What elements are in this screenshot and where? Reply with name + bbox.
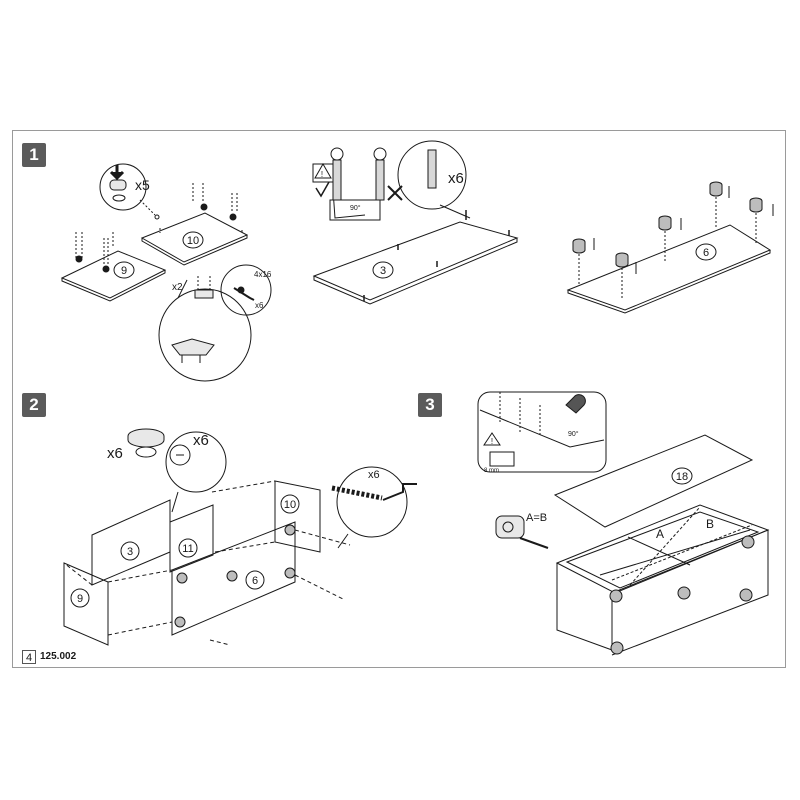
step2-panel-9-label: 9 xyxy=(77,593,83,605)
step2-screw-qty: x6 xyxy=(368,469,380,481)
step-3-badge: 3 xyxy=(418,393,442,417)
step1-dowel-panel: ! 90° x6 xyxy=(312,140,471,221)
page-number: 4 xyxy=(22,650,36,664)
screw-size: 4x16 xyxy=(254,270,272,279)
diagonal-a: A xyxy=(656,527,664,541)
step3-gap: 8 mm xyxy=(484,468,499,474)
bracket-qty: x2 xyxy=(172,282,183,293)
step2-cam-callout: x6 x6 xyxy=(107,428,227,513)
product-code: 125.002 xyxy=(40,651,77,662)
panel-9-label: 9 xyxy=(121,265,127,277)
svg-text:!: ! xyxy=(491,437,493,446)
step2-panel-11-label: 11 xyxy=(182,543,193,555)
step2-panel-3-label: 3 xyxy=(127,546,133,558)
step2-panel-10: 10 xyxy=(274,480,321,553)
step1-cam-callout: x5 xyxy=(99,163,160,220)
step-2-badge: 2 xyxy=(22,393,46,417)
dowel-angle: 90° xyxy=(350,204,361,212)
dowel-qty: x6 xyxy=(448,170,464,187)
step2-tool-qty: x6 xyxy=(193,432,209,449)
step2-panel-9: 9 xyxy=(63,562,109,646)
step1-bracket-callout: x2 4x16 x6 xyxy=(158,264,272,382)
panel-10-label: 10 xyxy=(187,235,199,247)
step3-tape-measure: A=B xyxy=(495,512,549,549)
step1-panel-6: 6 xyxy=(566,181,774,314)
measure-rule: A=B xyxy=(526,512,547,524)
panel-18-label: 18 xyxy=(676,471,688,483)
step1-panel-10: 10 xyxy=(140,183,249,266)
panel-6-label: 6 xyxy=(703,247,709,259)
step3-cabinet: A B xyxy=(555,504,770,656)
panel-3-label: 3 xyxy=(380,265,386,277)
step1-panel-3: 3 xyxy=(312,210,519,305)
step2-cam-qty: x6 xyxy=(107,445,123,462)
step2-panel-6-label: 6 xyxy=(252,575,258,587)
step-1-badge: 1 xyxy=(22,143,46,167)
step3-detail-callout: ! 8 mm 90° xyxy=(477,391,607,474)
step3-panel-18: 18 xyxy=(553,434,754,528)
step1-panel-9: 9 xyxy=(60,232,167,302)
instruction-sheet xyxy=(12,130,786,668)
screw-qty: x6 xyxy=(255,301,264,310)
step2-panel-6: 6 xyxy=(171,521,296,636)
step2-dashed-guides xyxy=(63,480,351,646)
step2-panel-10-label: 10 xyxy=(284,499,296,511)
diagonal-b: B xyxy=(706,517,714,531)
step1-cam-qty: x5 xyxy=(135,177,150,193)
svg-text:!: ! xyxy=(321,170,323,179)
step3-angle: 90° xyxy=(568,430,579,438)
step2-screw-callout: x6 xyxy=(331,466,417,549)
step2-panel-11: 11 xyxy=(169,504,214,573)
